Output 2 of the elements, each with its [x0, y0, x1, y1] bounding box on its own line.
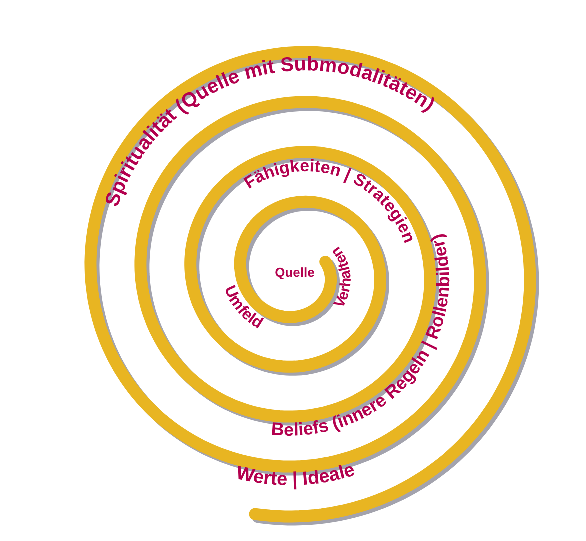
spiral-label: Werte | Ideale	[234, 460, 358, 490]
spiral-label: Quelle	[275, 265, 315, 280]
